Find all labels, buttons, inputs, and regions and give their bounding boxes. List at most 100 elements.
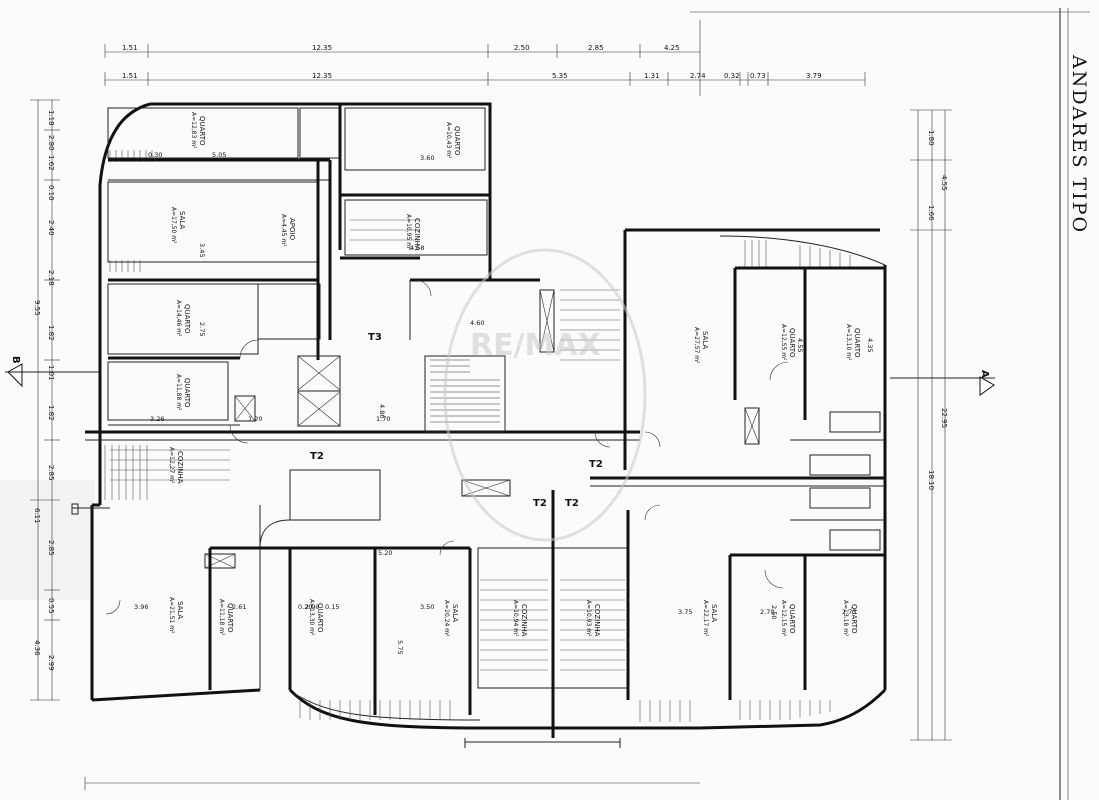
bottom-dimension-line: [84, 777, 700, 790]
room-name: APOIO: [288, 218, 296, 241]
inner-dimension: 0.30: [148, 151, 162, 159]
dim-left-inner-9: 2.85: [47, 465, 55, 481]
room-name: COZINHA: [176, 451, 184, 484]
room-area: A=17,50 m²: [170, 207, 177, 244]
dim-top1-1: 12.35: [312, 44, 332, 52]
room-area: A=27,57 m²: [693, 327, 700, 364]
inner-dimension: 2.50: [770, 605, 778, 619]
room-name: SALA: [451, 604, 459, 622]
dim-left-inner-2: 1.62: [47, 155, 55, 171]
room-area: A=11,88 m²: [175, 374, 182, 411]
dim-left-inner-11: 0.55: [47, 598, 55, 614]
top-dimension-lines: 1.51 12.35 2.50 2.85 4.25 1.51 12.35 5.3…: [104, 20, 866, 96]
inner-dimension: 5.75: [396, 640, 404, 654]
room-name: QUARTO: [853, 328, 861, 358]
room-area: A=10,93 m²: [585, 600, 592, 637]
room-name: SALA: [710, 604, 718, 622]
room-name: QUARTO: [850, 604, 858, 634]
inner-dimension: 0.15: [325, 603, 339, 611]
room-name: COZINHA: [593, 604, 601, 637]
room-name: QUARTO: [788, 328, 796, 358]
dim-top2-2: 5.35: [552, 72, 568, 80]
room-name: COZINHA: [520, 604, 528, 637]
room-area: A=12,15 m²: [780, 600, 787, 637]
corridor-walls: [71, 430, 885, 515]
left-dimension-lines: 9.55 6.11 4.36 1.18 2.80 1.62 0.10 2.40 …: [30, 99, 60, 701]
typology-t2-lower-b: T2: [565, 498, 579, 509]
dim-left-inner-4: 2.40: [47, 220, 55, 236]
dim-top1-4: 4.25: [664, 44, 680, 52]
inner-dimension: 0.20: [298, 603, 312, 611]
remax-watermark: RE/MAX: [443, 248, 647, 542]
dim-left-inner-6: 1.82: [47, 325, 55, 341]
dim-right-inner-2: 1.66: [927, 205, 935, 221]
sheet-title: ANDARES TIPO: [1068, 54, 1090, 234]
inner-dimension: 2.73: [842, 608, 856, 616]
dim-left-outer-1: 6.11: [33, 508, 41, 524]
dim-right-inner-3: 18.10: [927, 470, 935, 490]
door-swings: [105, 279, 789, 615]
dim-top2-0: 1.51: [122, 72, 138, 80]
room-area: A=13,18 m²: [842, 600, 849, 637]
inner-dimension: 5.05: [212, 151, 226, 159]
room-area: A=10,94 m²: [512, 600, 519, 637]
t3-wing-walls: [107, 104, 540, 426]
room-name: SALA: [176, 601, 184, 619]
room-area: A=11,18 m²: [218, 599, 225, 636]
room-area: A=12,55 m²: [780, 324, 787, 361]
inner-dimension: 2.61: [232, 603, 246, 611]
typology-labels: T3 T2 T2 T2 T2: [310, 332, 603, 509]
room-name: QUARTO: [226, 603, 234, 633]
typology-t2-core: T2: [310, 451, 324, 462]
svg-text:B: B: [10, 356, 21, 364]
typology-t2-lower-a: T2: [533, 498, 547, 509]
room-area: A=4,45 m²: [280, 214, 287, 247]
dim-top2-7: 3.79: [806, 72, 822, 80]
room-name: QUARTO: [183, 378, 191, 408]
dim-top2-6: 0.73: [750, 72, 766, 80]
inner-dimension: 4.80: [378, 404, 386, 418]
t2-lower-left-walls: [110, 219, 629, 748]
typology-t3: T3: [368, 332, 382, 343]
dim-left-outer-0: 9.55: [33, 300, 41, 316]
room-name: QUARTO: [453, 126, 461, 156]
typology-t2-right: T2: [589, 459, 603, 470]
dim-top1-2: 2.50: [514, 44, 530, 52]
room-area: A=21,51 m²: [168, 597, 175, 634]
right-dimension-lines: 1.80 4.55 1.66 18.10 22.95: [910, 109, 952, 741]
dim-right-inner-0: 1.80: [927, 130, 935, 146]
room-name: SALA: [701, 331, 709, 349]
inner-dimension: 3.26: [150, 415, 164, 423]
dim-left-inner-10: 2.85: [47, 540, 55, 556]
inner-dimension: 4.60: [470, 319, 484, 327]
room-name: QUARTO: [788, 604, 796, 634]
dim-top2-5: 0.32: [724, 72, 740, 80]
dim-left-inner-7: 1.01: [47, 365, 55, 381]
inner-dimension: 5.20: [378, 549, 392, 557]
room-area: A=10,43 m²: [445, 122, 452, 159]
inner-dimension: 3.60: [420, 154, 434, 162]
inner-dimension: 4.35: [866, 338, 874, 352]
room-name: QUARTO: [316, 603, 324, 633]
dim-left-outer-2: 4.36: [33, 640, 41, 656]
inner-dimension: 2.90: [305, 603, 319, 611]
right-apartments-walls: [623, 230, 885, 700]
svg-text:A: A: [979, 370, 990, 378]
dim-right-inner-1: 4.55: [940, 175, 948, 191]
dim-top2-3: 1.31: [644, 72, 660, 80]
dim-top1-0: 1.51: [122, 44, 138, 52]
room-name: QUARTO: [183, 304, 191, 334]
